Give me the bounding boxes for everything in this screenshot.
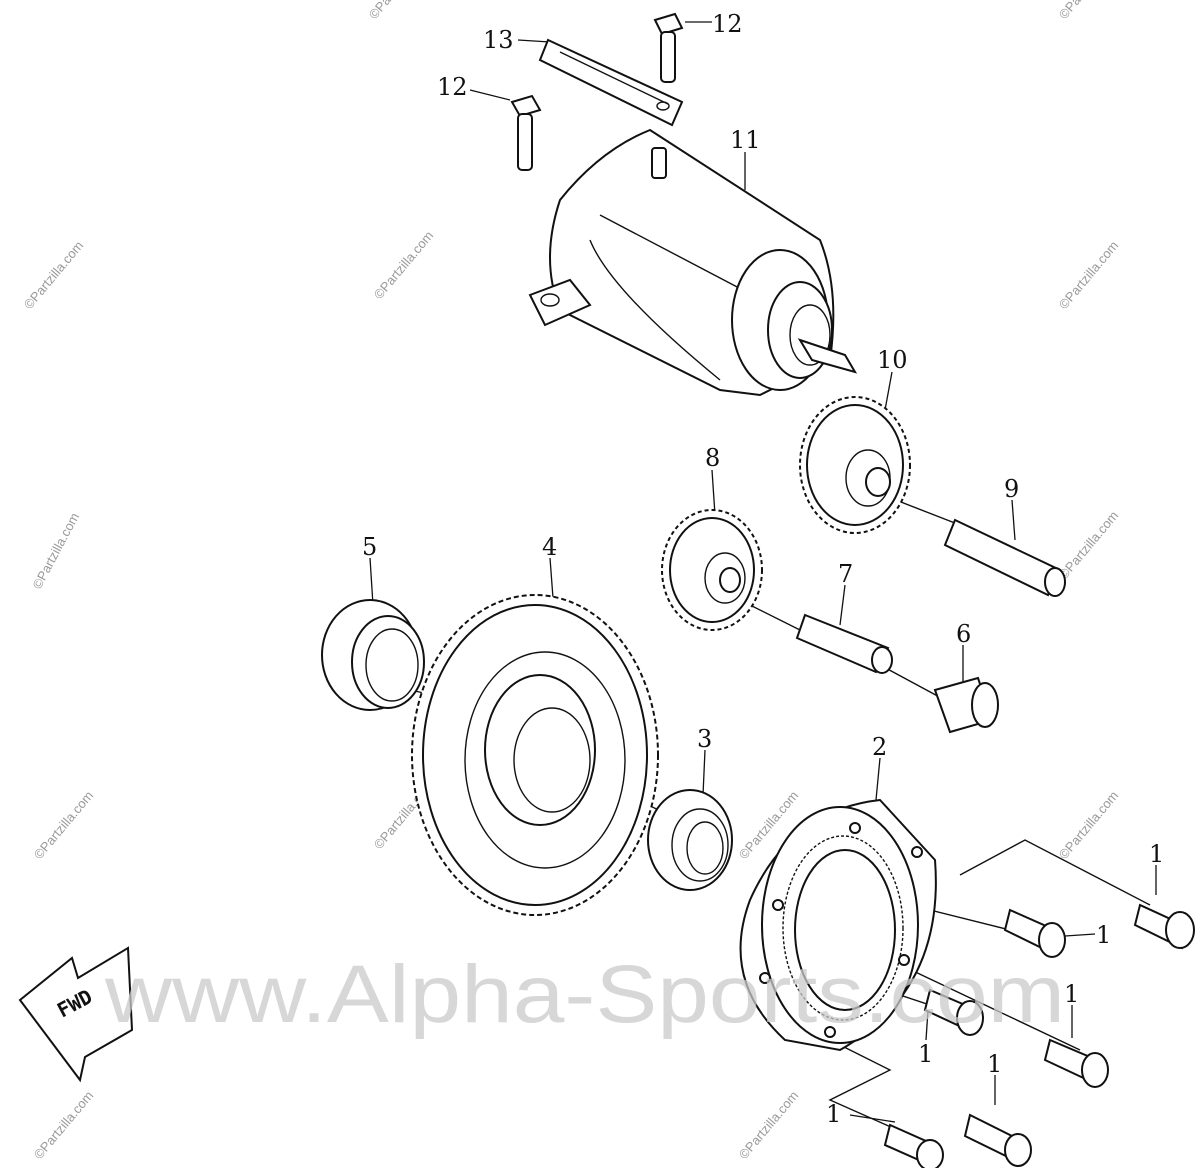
bolt-12-upper [653,12,684,83]
fwd-arrow: FWD [18,946,134,1083]
callout-8: 8 [705,444,720,472]
starter-motor [528,128,858,397]
callout-2: 2 [872,733,887,761]
bolt-1-f [883,1123,944,1168]
callout-1-c: 1 [1064,980,1079,1008]
watermark-small: ©Partzilla.com [366,0,431,22]
watermark-small: ©Partzilla.com [1056,238,1121,312]
watermark-small: ©Partzilla.com [31,1088,96,1162]
callout-10: 10 [877,346,908,374]
gear-10 [799,396,911,534]
watermark-small: ©Partzilla.com [21,238,86,312]
callout-1-f: 1 [826,1100,841,1128]
bolt-1-a [1133,903,1195,950]
watermark-vertical: ©Partzilla.com [29,510,82,591]
watermark-small: ©Partzilla.com [1056,0,1121,22]
bolt-1-e [963,1113,1032,1167]
bolt-1-d [1043,1038,1109,1088]
watermark-small: ©Partzilla.com [1056,788,1121,862]
callout-1-b: 1 [1096,921,1111,949]
callout-1-a: 1 [1149,840,1164,868]
bolt-1-c [923,988,984,1036]
callout-3: 3 [697,725,712,753]
callout-4: 4 [542,533,557,561]
callout-7: 7 [838,560,853,588]
callout-9: 9 [1004,475,1019,503]
shaft-9 [943,518,1066,597]
callout-12-upper: 12 [712,10,743,38]
bearing-5 [321,599,425,711]
needle-bearing-3 [647,789,733,891]
watermark-small: ©Partzilla.com [736,1088,801,1162]
callout-5: 5 [362,533,377,561]
bolt-12-lower [510,94,542,171]
bolt-1-b [1003,908,1066,958]
starter-driven-gear-4 [411,594,659,916]
callouts: 13 12 12 11 10 9 8 7 6 5 4 3 2 1 1 1 1 1… [362,10,1164,1128]
bushing-6 [933,676,999,734]
watermark-small: ©Partzilla.com [371,228,436,302]
leader-lines [369,21,1157,1141]
callout-13: 13 [483,26,514,54]
callout-1-d: 1 [918,1040,933,1068]
watermark-small: ©Partzilla.com [31,788,96,862]
watermark-small: ©Partzilla.com [1056,508,1121,582]
callout-12-lower: 12 [437,73,468,101]
watermark-alpha-sports: www.Alpha-Sports.com [104,949,1065,1040]
callout-11: 11 [730,126,761,154]
callout-6: 6 [956,620,971,648]
gear-8 [661,509,763,631]
callout-1-e: 1 [987,1050,1002,1078]
one-way-clutch-2 [739,798,937,1052]
starter-plate [538,38,684,127]
shaft-7 [795,613,893,674]
